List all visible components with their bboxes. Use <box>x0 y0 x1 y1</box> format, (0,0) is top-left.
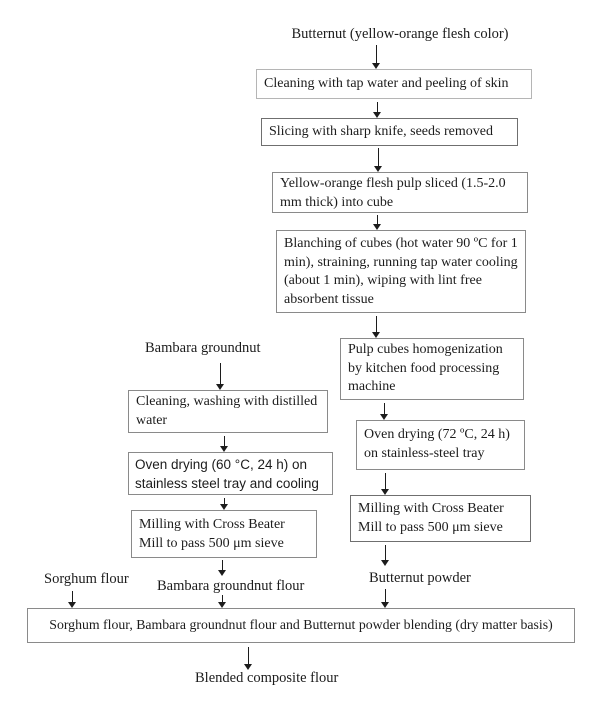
arrow-head-icon <box>216 384 224 390</box>
flow-arrow-oven60-to-milling <box>220 498 229 510</box>
flow-arrow-butternut-powder-to-blending <box>381 589 390 608</box>
arrow-head-icon <box>244 664 252 670</box>
process-box-pulp-sliced: Yellow-orange flesh pulp sliced (1.5-2.0… <box>272 172 528 213</box>
arrow-shaft <box>224 436 225 447</box>
butternut-source-label: Butternut (yellow-orange flesh color) <box>291 26 509 42</box>
arrow-shaft <box>377 215 378 225</box>
flow-arrow-oven72-to-milling <box>381 473 390 495</box>
arrow-head-icon <box>373 112 381 118</box>
process-box-milling-bambara: Milling with Cross Beater Mill to pass 5… <box>131 510 317 558</box>
process-box-oven-drying-72: Oven drying (72 ºC, 24 h) on stainless-s… <box>356 420 525 470</box>
arrow-shaft <box>248 647 249 665</box>
blended-composite-flour-label: Blended composite flour <box>195 670 339 686</box>
arrow-shaft <box>385 473 386 490</box>
arrow-shaft <box>378 148 379 167</box>
arrow-head-icon <box>381 602 389 608</box>
flow-arrow-title-to-cleaning <box>372 45 381 69</box>
arrow-shaft <box>224 498 225 505</box>
sorghum-flour-label: Sorghum flour <box>44 571 129 587</box>
bambara-groundnut-source-label: Bambara groundnut <box>145 340 261 356</box>
flow-arrow-homogenization-to-oven72 <box>380 403 389 420</box>
process-box-homogenization: Pulp cubes homogenization by kitchen foo… <box>340 338 524 400</box>
arrow-head-icon <box>218 570 226 576</box>
process-box-blending: Sorghum flour, Bambara groundnut flour a… <box>27 608 575 643</box>
arrow-head-icon <box>373 224 381 230</box>
process-box-cleaning-washing: Cleaning, washing with distilled water <box>128 390 328 433</box>
arrow-shaft <box>72 591 73 603</box>
arrow-head-icon <box>372 63 380 69</box>
butternut-powder-label: Butternut powder <box>369 570 471 586</box>
arrow-head-icon <box>380 414 388 420</box>
arrow-head-icon <box>218 602 226 608</box>
arrow-shaft <box>222 595 223 603</box>
flow-arrow-blending-to-output <box>244 647 253 670</box>
arrow-shaft <box>385 545 386 561</box>
arrow-head-icon <box>381 560 389 566</box>
arrow-head-icon <box>374 166 382 172</box>
arrow-shaft <box>377 102 378 113</box>
arrow-shaft <box>385 589 386 603</box>
flow-arrow-milling-to-bambara-flour <box>218 560 227 576</box>
flow-arrow-cleaning-to-slicing <box>373 102 382 118</box>
flow-arrow-cleaning-to-oven60 <box>220 436 229 452</box>
bambara-groundnut-flour-label: Bambara groundnut flour <box>157 578 305 594</box>
arrow-shaft <box>222 560 223 571</box>
process-box-cleaning-peeling: Cleaning with tap water and peeling of s… <box>256 69 532 99</box>
flow-arrow-slicing-to-pulp <box>374 148 383 172</box>
arrow-shaft <box>220 363 221 385</box>
flow-arrow-bambara-to-cleaning <box>216 363 225 390</box>
flow-arrow-blanching-to-homogenization <box>372 316 381 338</box>
process-box-milling-butternut: Milling with Cross Beater Mill to pass 5… <box>350 495 531 542</box>
arrow-shaft <box>376 45 377 64</box>
arrow-head-icon <box>220 446 228 452</box>
arrow-head-icon <box>372 332 380 338</box>
arrow-shaft <box>376 316 377 333</box>
arrow-shaft <box>384 403 385 415</box>
process-box-oven-drying-60: Oven drying (60 °C, 24 h) on stainless s… <box>128 452 333 495</box>
arrow-head-icon <box>220 504 228 510</box>
process-box-blanching: Blanching of cubes (hot water 90 ºC for … <box>276 230 526 313</box>
flow-arrow-sorghum-to-blending <box>68 591 77 608</box>
arrow-head-icon <box>381 489 389 495</box>
flow-arrow-pulp-to-blanching <box>373 215 382 230</box>
flow-arrow-milling-to-butternut-powder <box>381 545 390 566</box>
process-box-slicing: Slicing with sharp knife, seeds removed <box>261 118 518 146</box>
arrow-head-icon <box>68 602 76 608</box>
flow-arrow-bambara-flour-to-blending <box>218 595 227 608</box>
